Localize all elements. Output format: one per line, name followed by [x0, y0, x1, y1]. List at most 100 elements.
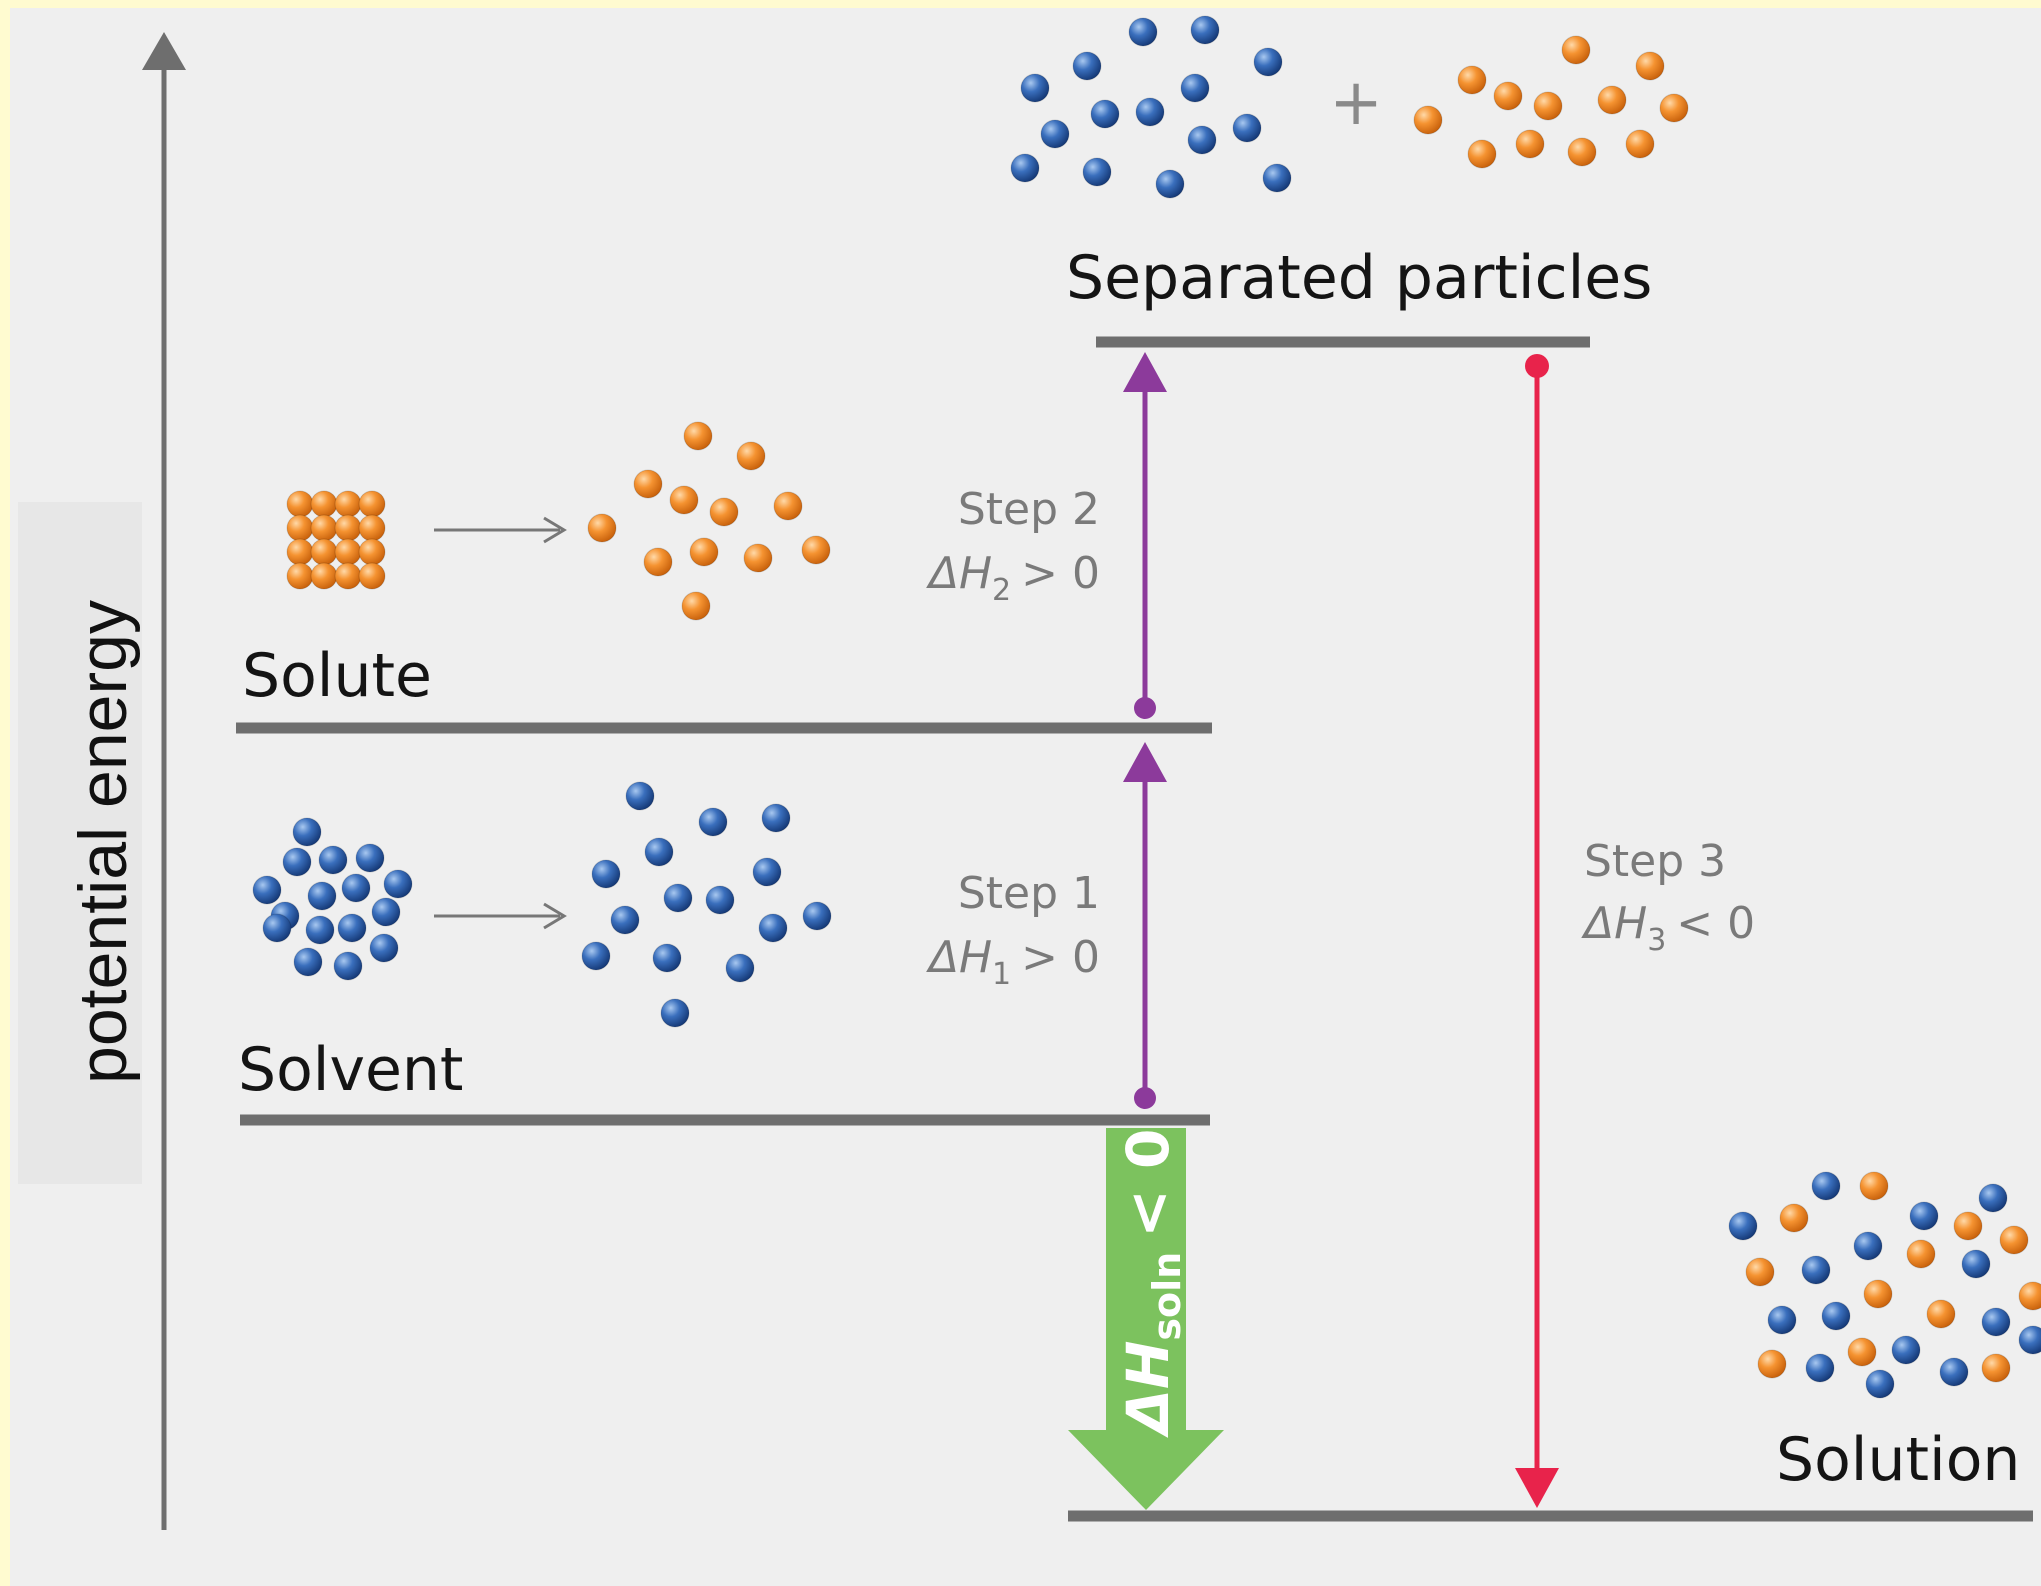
step2-annotation: Step 2 ΔH2> 0: [926, 484, 1100, 608]
blue-particle: [1821, 1301, 1851, 1331]
blue-particle: [660, 998, 690, 1028]
blue-particle: [1010, 153, 1040, 183]
step2-label: Step 2: [958, 484, 1100, 535]
orange-particle: [1926, 1299, 1956, 1329]
solvent-cluster: [252, 817, 413, 981]
orange-particle: [1625, 129, 1655, 159]
orange-particle: [633, 469, 663, 499]
orange-particle: [1467, 139, 1497, 169]
blue-particle: [752, 857, 782, 887]
orange-particle: [1659, 93, 1689, 123]
blue-particle: [1767, 1305, 1797, 1335]
blue-particle: [1082, 157, 1112, 187]
axis-label: potential energy: [65, 600, 141, 1084]
orange-particle: [1413, 105, 1443, 135]
orange-particle: [1981, 1353, 2011, 1383]
blue-particle: [1891, 1335, 1921, 1365]
blue-particle: [698, 807, 728, 837]
blue-particle: [652, 943, 682, 973]
orange-particle: [587, 513, 617, 543]
step1-annotation: Step 1 ΔH1> 0: [926, 868, 1100, 992]
crystal-particle: [358, 490, 386, 518]
blue-particle: [1939, 1357, 1969, 1387]
separated-solute-particles: [1413, 35, 1689, 169]
crystal-particle: [334, 562, 362, 590]
blue-particle: [355, 843, 385, 873]
orange-particle: [683, 421, 713, 451]
blue-particle: [2018, 1325, 2041, 1355]
orange-particle: [669, 485, 699, 515]
blue-particle: [1190, 15, 1220, 45]
blue-particle: [292, 817, 322, 847]
blue-particle: [725, 953, 755, 983]
crystal-particle: [334, 490, 362, 518]
orange-particle: [801, 535, 831, 565]
solute-dispersed-particles: [587, 421, 831, 621]
blue-particle: [705, 885, 735, 915]
orange-particle: [1457, 65, 1487, 95]
orange-particle: [736, 441, 766, 471]
blue-particle: [758, 913, 788, 943]
crystal-particle: [310, 490, 338, 518]
energy-axis: potential energy: [18, 32, 186, 1530]
level-label-separated: Separated particles: [1066, 243, 1652, 313]
orange-particle: [743, 543, 773, 573]
blue-particle: [1187, 125, 1217, 155]
orange-particle: [1906, 1239, 1936, 1269]
crystal-particle: [358, 514, 386, 542]
crystal-particle: [286, 538, 314, 566]
blue-particle: [1232, 113, 1262, 143]
blue-particle: [1865, 1369, 1895, 1399]
blue-particle: [1072, 51, 1102, 81]
orange-particle: [689, 537, 719, 567]
blue-particle: [1909, 1201, 1939, 1231]
crystal-particle: [310, 514, 338, 542]
orange-particle: [773, 491, 803, 521]
blue-particle: [591, 859, 621, 889]
crystal-particle: [358, 538, 386, 566]
orange-particle: [1757, 1349, 1787, 1379]
step1-arrow: [1123, 742, 1167, 1109]
solvent-process-arrow-icon: [434, 902, 567, 930]
separated-solvent-particles: [1010, 15, 1292, 199]
blue-particle: [371, 897, 401, 927]
blue-particle: [282, 847, 312, 877]
blue-particle: [610, 905, 640, 935]
blue-particle: [369, 933, 399, 963]
orange-particle: [1859, 1171, 1889, 1201]
blue-particle: [761, 803, 791, 833]
solution-particles: [1728, 1171, 2041, 1399]
blue-particle: [1128, 17, 1158, 47]
orange-particle: [1597, 85, 1627, 115]
blue-particle: [1981, 1307, 2011, 1337]
blue-particle: [262, 913, 292, 943]
crystal-particle: [310, 562, 338, 590]
axis-label-backdrop: [18, 502, 142, 1184]
orange-particle: [643, 547, 673, 577]
step3-label: Step 3: [1584, 836, 1726, 887]
blue-particle: [802, 901, 832, 931]
blue-particle: [1135, 97, 1165, 127]
blue-particle: [1155, 169, 1185, 199]
step1-enthalpy: ΔH1> 0: [926, 932, 1100, 992]
crystal-particle: [286, 562, 314, 590]
blue-particle: [1020, 73, 1050, 103]
blue-particle: [1853, 1231, 1883, 1261]
orange-particle: [1567, 137, 1597, 167]
crystal-particle: [310, 538, 338, 566]
level-label-solution: Solution: [1776, 1425, 2020, 1495]
orange-particle: [1847, 1337, 1877, 1367]
blue-particle: [1090, 99, 1120, 129]
orange-particle: [1999, 1225, 2029, 1255]
energy-axis-arrowhead: [142, 32, 186, 70]
blue-particle: [341, 873, 371, 903]
orange-particle: [2018, 1281, 2041, 1311]
solute-process-arrow-icon: [434, 516, 567, 544]
crystal-particle: [286, 490, 314, 518]
orange-particle: [1561, 35, 1591, 65]
plus-sign: +: [1329, 66, 1383, 140]
blue-particle: [581, 941, 611, 971]
orange-particle: [1745, 1257, 1775, 1287]
blue-particle: [644, 837, 674, 867]
